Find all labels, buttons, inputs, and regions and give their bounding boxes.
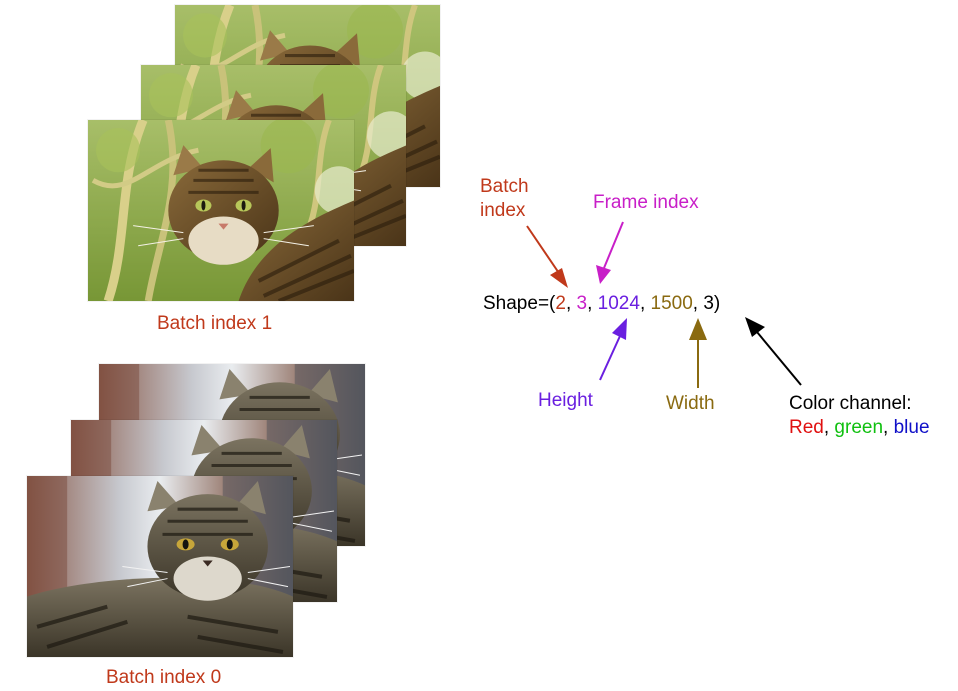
channel-green: green (834, 417, 884, 438)
channel-sep: , (823, 417, 835, 438)
arrow-batch-head (550, 268, 568, 288)
shape-sep: , (692, 293, 704, 314)
label-frame-index: Frame index (593, 192, 699, 213)
shape-sep: , (639, 293, 651, 314)
shape-height-value: 1024 (597, 293, 640, 314)
shape-sep: , (565, 293, 577, 314)
channel-blue: blue (893, 417, 930, 438)
shape-channel-value: 3 (703, 293, 714, 314)
arrow-frame (603, 221, 624, 269)
label-batch-line2: index (480, 200, 526, 221)
channel-sep: , (883, 417, 894, 438)
shape-batch-value: 2 (555, 293, 566, 314)
shape-expression: Shape=(2, 3, 1024, 1500, 3) (483, 292, 720, 315)
shape-prefix: Shape=( (483, 293, 556, 314)
shape-width-value: 1500 (650, 293, 693, 314)
shape-sep: , (587, 293, 598, 314)
arrow-frame-head (596, 265, 611, 284)
shape-suffix: ) (713, 293, 721, 314)
label-width: Width (666, 393, 715, 414)
label-height: Height (538, 390, 593, 411)
arrow-height-head (612, 318, 627, 340)
channel-red: Red (789, 417, 824, 438)
caption-batch-index-0: Batch index 0 (106, 667, 222, 688)
shape-frame-value: 3 (576, 293, 588, 314)
arrow-width-head (689, 318, 707, 340)
arrow-channel-head (745, 317, 765, 337)
arrow-channel (756, 331, 802, 386)
arrow-height (599, 335, 621, 381)
channel-list: Red, green, blue (789, 416, 930, 439)
label-batch-line1: Batch (480, 176, 529, 197)
label-color-channel: Color channel: (789, 393, 912, 414)
caption-batch-index-1: Batch index 1 (157, 313, 273, 334)
